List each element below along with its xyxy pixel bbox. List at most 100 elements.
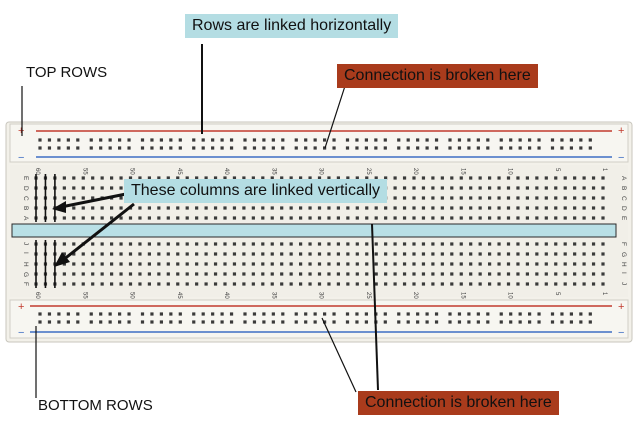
- terminal-hole: [554, 216, 558, 220]
- terminal-hole: [147, 206, 151, 210]
- terminal-hole: [525, 196, 529, 200]
- rail-hole: [397, 138, 401, 142]
- terminal-hole: [81, 272, 85, 276]
- terminal-hole: [393, 176, 397, 180]
- center-gap-pointer: [371, 223, 379, 391]
- terminal-hole: [166, 176, 170, 180]
- terminal-hole: [431, 196, 435, 200]
- terminal-hole: [62, 272, 66, 276]
- terminal-hole: [525, 282, 529, 286]
- rail-hole: [150, 312, 154, 316]
- rail-hole: [294, 312, 298, 316]
- terminal-hole: [213, 176, 218, 180]
- terminal-hole: [582, 196, 586, 200]
- terminal-hole: [535, 262, 539, 266]
- terminal-hole: [384, 206, 388, 210]
- terminal-hole: [138, 282, 142, 286]
- terminal-hole: [478, 186, 482, 190]
- terminal-hole: [384, 242, 388, 246]
- terminal-hole: [176, 176, 180, 180]
- terminal-hole: [459, 216, 463, 220]
- rail-hole: [550, 312, 555, 316]
- rail-hole: [537, 146, 541, 150]
- rail-hole: [345, 138, 350, 142]
- terminal-hole: [488, 272, 492, 276]
- rail-hole: [383, 320, 387, 324]
- rail-hole: [476, 138, 480, 142]
- rail-hole: [313, 146, 317, 150]
- rail-hole: [486, 138, 490, 142]
- terminal-hole: [516, 262, 520, 266]
- rail-hole: [397, 312, 401, 316]
- terminal-hole: [365, 262, 369, 266]
- terminal-hole: [488, 282, 492, 286]
- rail-hole: [47, 138, 52, 142]
- terminal-hole: [402, 206, 407, 210]
- terminal-hole: [100, 186, 104, 190]
- terminal-hole: [355, 252, 359, 256]
- terminal-hole: [563, 176, 567, 180]
- terminal-hole: [525, 242, 529, 246]
- terminal-hole: [431, 282, 435, 286]
- terminal-hole: [554, 196, 558, 200]
- terminal-hole: [280, 252, 284, 256]
- columns-arrow-upper: [55, 192, 127, 210]
- terminal-hole: [251, 262, 255, 266]
- center-channel: [11, 223, 617, 238]
- terminal-hole: [365, 282, 369, 286]
- row-letter-label: G: [620, 252, 627, 257]
- terminal-hole: [563, 206, 567, 210]
- rail-hole: [550, 138, 555, 142]
- rail-hole: [345, 320, 350, 324]
- rail-hole: [425, 312, 429, 316]
- rail-hole: [201, 312, 205, 316]
- row-letter-label: I: [620, 272, 627, 274]
- terminal-hole: [176, 272, 180, 276]
- rail-hole: [323, 138, 327, 142]
- terminal-hole: [119, 176, 123, 180]
- rail-hole: [406, 138, 410, 142]
- terminal-hole: [601, 282, 605, 286]
- terminal-hole: [204, 272, 208, 276]
- rail-hole: [374, 138, 378, 142]
- terminal-hole: [591, 272, 596, 276]
- terminal-hole: [223, 252, 227, 256]
- terminal-hole: [525, 252, 529, 256]
- terminal-hole: [91, 242, 95, 246]
- terminal-hole: [251, 272, 255, 276]
- rail-hole: [229, 320, 234, 324]
- rail-hole: [140, 320, 145, 324]
- row-letter-label: A: [22, 216, 29, 221]
- rail-hole: [66, 138, 70, 142]
- terminal-hole: [72, 272, 76, 276]
- terminal-hole: [421, 252, 426, 256]
- terminal-hole: [516, 242, 520, 246]
- rail-hole: [416, 138, 420, 142]
- terminal-hole: [242, 252, 246, 256]
- terminal-hole: [110, 216, 114, 220]
- terminal-hole: [327, 272, 331, 276]
- terminal-hole: [393, 272, 397, 276]
- rail-hole: [192, 312, 196, 316]
- rail-hole: [229, 146, 234, 150]
- rail-hole: [169, 138, 173, 142]
- rail-hole: [304, 312, 308, 316]
- terminal-hole: [591, 252, 596, 256]
- terminal-hole: [157, 216, 161, 220]
- terminal-hole: [270, 216, 274, 220]
- rail-hole: [108, 138, 112, 142]
- terminal-hole: [355, 216, 359, 220]
- terminal-hole: [280, 206, 284, 210]
- terminal-hole: [251, 176, 255, 180]
- terminal-hole: [563, 242, 567, 246]
- terminal-hole: [166, 272, 170, 276]
- rail-hole: [345, 312, 350, 316]
- terminal-hole: [128, 242, 133, 246]
- terminal-hole: [72, 196, 76, 200]
- row-letter-label: J: [620, 282, 627, 285]
- rail-hole: [243, 138, 247, 142]
- terminal-hole: [497, 282, 501, 286]
- column-number-label: 45: [176, 292, 182, 299]
- terminal-hole: [327, 262, 331, 266]
